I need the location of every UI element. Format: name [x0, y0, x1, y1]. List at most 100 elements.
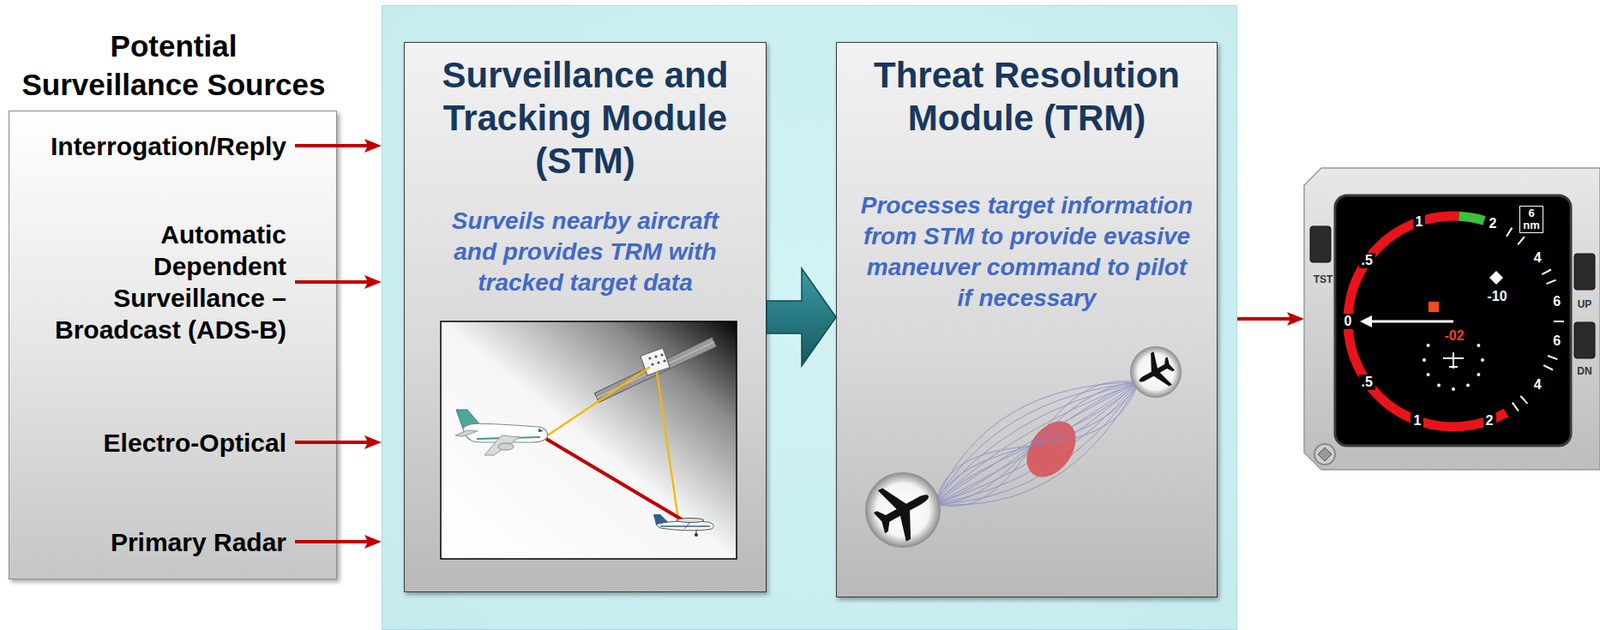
trajectory-fan — [934, 382, 1139, 505]
satellite — [648, 356, 651, 360]
airliner — [463, 423, 548, 443]
trajectory-fan — [934, 382, 1139, 505]
altitude-tag: -10 — [1486, 288, 1507, 305]
light-aircraft — [653, 514, 714, 537]
signal-arrow — [294, 540, 372, 544]
range-ring-dots — [1422, 358, 1426, 362]
tcas-display-graphic — [1335, 195, 1571, 446]
tcas-display-graphic — [1359, 315, 1372, 328]
range-ticks — [1512, 403, 1519, 412]
satellite — [660, 353, 663, 356]
airliner — [484, 435, 520, 456]
own-aircraft — [1443, 357, 1464, 360]
light-aircraft — [655, 521, 714, 531]
module-title: Surveillance and Tracking Module (STM) — [414, 54, 758, 183]
range-ring-dots — [1466, 383, 1470, 387]
signal-arrow — [294, 280, 372, 284]
range-ticks — [1553, 320, 1564, 323]
sources-panel: Potential Surveillance SourcesInterrogat… — [8, 110, 337, 580]
panel-heading: Potential Surveillance Sources — [19, 26, 328, 104]
range-ring-dots — [1437, 383, 1441, 387]
satellite — [662, 359, 666, 362]
range-ring-dots — [1476, 372, 1480, 377]
source-label: Primary Radar — [37, 526, 287, 559]
range-ticks — [1506, 228, 1564, 412]
range-ring-dots — [1480, 358, 1485, 362]
threat-illustration — [1130, 346, 1182, 398]
range-ticks — [1517, 236, 1525, 245]
surveillance-illustration — [656, 372, 679, 520]
trajectory-fan — [934, 382, 1139, 505]
airliner — [498, 443, 514, 451]
scale-number: 0 — [1341, 313, 1355, 330]
trajectory-fan — [934, 382, 1139, 505]
trajectory-fan — [934, 382, 1139, 505]
connector-layer — [294, 145, 1294, 542]
satellite — [594, 337, 716, 404]
tcas-display: TST126 nm.54-10UP60-026DN.5412 — [1304, 168, 1600, 470]
own-aircraft — [1443, 352, 1464, 369]
light-aircraft — [694, 533, 698, 537]
signal-arrow — [1237, 317, 1294, 321]
scale-number: .5 — [1359, 374, 1376, 391]
trajectory-fan — [934, 382, 1139, 505]
tcas-display-graphic — [1317, 447, 1332, 462]
range-ticks — [1506, 228, 1512, 237]
button-label: UP — [1577, 298, 1593, 311]
source-label: Electro-Optical — [37, 427, 287, 459]
range-ticks — [1543, 365, 1553, 370]
scale-number: 2 — [1483, 413, 1497, 429]
source-item: Interrogation/Reply — [37, 130, 295, 163]
tcas-display-graphic — [1574, 322, 1595, 359]
light-aircraft — [653, 514, 669, 525]
own-aircraft — [1452, 352, 1455, 369]
threat-illustration — [1016, 412, 1087, 488]
source-label: Automatic Dependent Surveillance – Broad… — [37, 218, 287, 346]
scale-number: 4 — [1531, 250, 1545, 266]
flow-arrow — [766, 268, 837, 367]
scale-number: 1 — [1413, 214, 1426, 230]
module-title: Threat Resolution Module (TRM) — [847, 54, 1208, 140]
range-ticks — [1520, 396, 1528, 404]
light-aircraft — [676, 518, 704, 524]
module-description: Surveils nearby aircraft and provides TR… — [439, 205, 732, 299]
light-aircraft — [660, 525, 710, 528]
light-aircraft — [696, 529, 698, 535]
trajectory-fan — [934, 381, 1139, 507]
airliner — [455, 430, 478, 437]
tcas-display-graphic — [1489, 270, 1504, 285]
range-ring-dots — [1422, 343, 1485, 391]
trajectory-fan — [934, 382, 1139, 505]
tcas-display-graphic — [1304, 168, 1600, 470]
trajectory-fan — [934, 382, 1139, 505]
scale-number: .5 — [1359, 252, 1376, 269]
tcas-display-graphic — [1314, 444, 1336, 465]
tcas-display-graphic — [1458, 216, 1485, 221]
scale-number: 1 — [1410, 413, 1424, 429]
source-item: Automatic Dependent Surveillance – Broad… — [37, 218, 295, 346]
signal-arrow — [294, 144, 372, 148]
satellite — [656, 360, 660, 364]
system-panel: Surveillance and Tracking Module (STM) Su… — [381, 5, 1238, 630]
surveillance-illustration — [440, 321, 737, 560]
scale-number: 6 — [1550, 333, 1564, 349]
range-indicator: 6 nm — [1519, 205, 1544, 234]
threat-illustration — [865, 472, 941, 548]
range-ticks — [1547, 355, 1558, 360]
airliner — [456, 409, 482, 429]
satellite — [596, 342, 715, 398]
satellite — [650, 362, 654, 366]
scale-number: 4 — [1531, 377, 1545, 393]
satellite — [594, 337, 716, 404]
own-aircraft — [1449, 366, 1458, 368]
signal-arrow — [294, 440, 372, 445]
module-box: Surveillance and Tracking Module (STM) Su… — [403, 42, 767, 593]
light-aircraft — [684, 522, 691, 530]
source-item: Electro-Optical — [37, 427, 295, 459]
range-ring-dots — [1426, 343, 1431, 348]
module-box: Threat Resolution Module (TRM)Processes … — [836, 42, 1218, 598]
source-label: Interrogation/Reply — [37, 130, 287, 163]
satellite — [640, 348, 671, 376]
range-ring-dots — [1476, 343, 1480, 348]
surveillance-illustration — [546, 439, 686, 523]
